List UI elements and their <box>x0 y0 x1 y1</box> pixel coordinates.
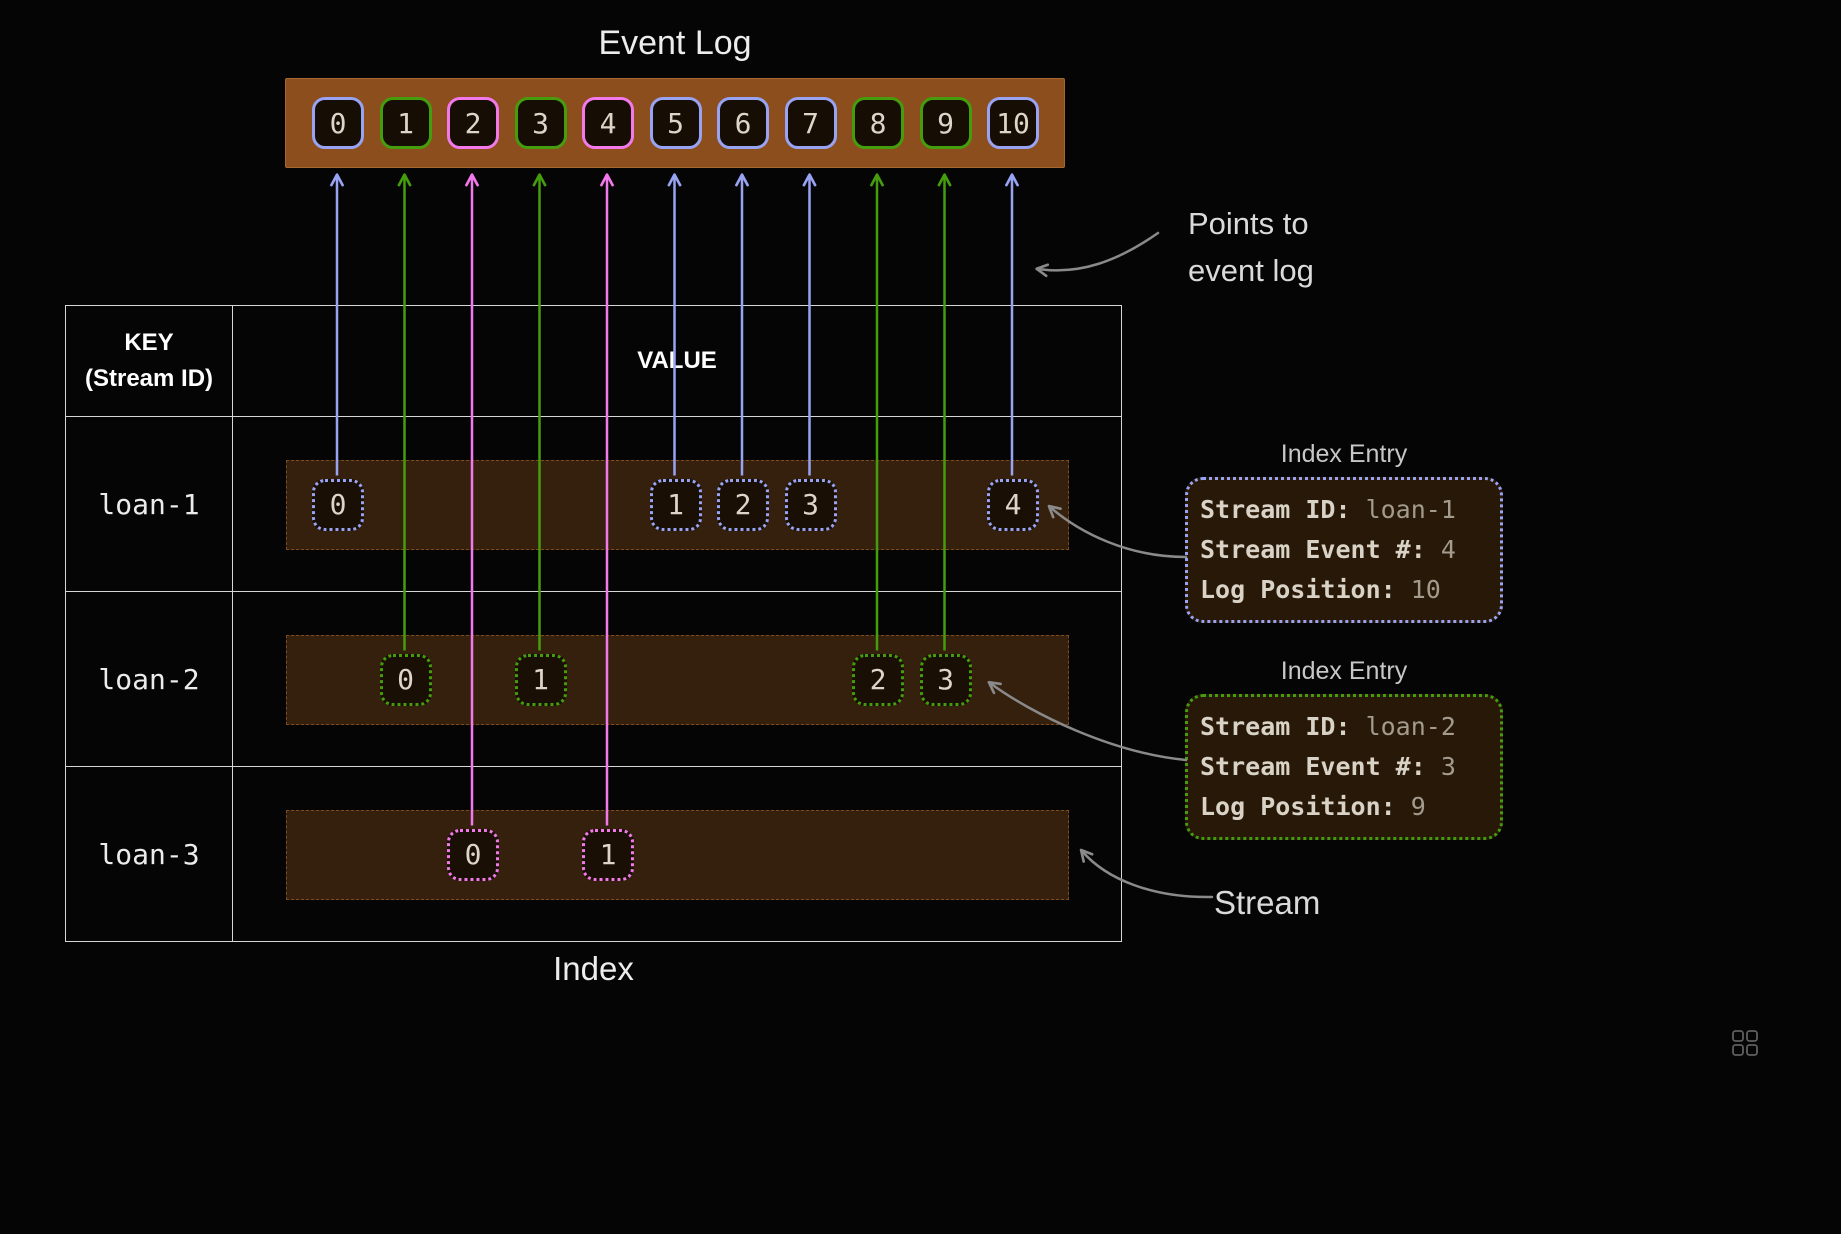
event-log-title: Event Log <box>598 24 752 62</box>
event-log-cell-9: 9 <box>919 97 972 149</box>
event-log-cell-8: 8 <box>852 97 904 149</box>
key-header-line1: KEY <box>124 329 174 356</box>
index-cell-loan-2-2: 2 <box>852 653 904 706</box>
event-log-cell-3: 3 <box>514 97 567 149</box>
entry-field: Stream ID: loan-2 <box>1200 712 1456 741</box>
key-header: KEY (Stream ID) <box>66 306 233 416</box>
index-cell-loan-2-1: 1 <box>514 653 567 706</box>
index-cell-loan-1-3: 3 <box>784 478 837 531</box>
stream-rect-loan-3 <box>286 809 1069 900</box>
event-log-cell-10: 10 <box>987 97 1039 149</box>
index-caption: Index <box>553 950 634 987</box>
index-cell-loan-1-0: 0 <box>312 478 364 531</box>
index-cell-loan-2-3: 3 <box>919 653 972 706</box>
table-header-row: KEY (Stream ID) VALUE <box>66 306 1121 416</box>
event-log-cell-1: 1 <box>379 97 432 149</box>
index-cell-loan-3-1: 1 <box>582 828 634 881</box>
entry-field: Stream Event #: 4 <box>1200 535 1456 564</box>
index-entry-title: Index Entry <box>1280 657 1408 685</box>
stream-annotation: Stream <box>1214 884 1321 921</box>
stream-key-loan-2: loan-2 <box>66 592 233 766</box>
event-log-cell-2: 2 <box>447 97 499 149</box>
stream-key-loan-3: loan-3 <box>66 767 233 941</box>
index-cell-loan-1-1: 1 <box>649 478 702 531</box>
event-log-cell-5: 5 <box>649 97 702 149</box>
index-cell-loan-1-2: 2 <box>717 478 769 531</box>
index-cell-loan-3-0: 0 <box>447 828 499 881</box>
entry-field: Stream ID: loan-1 <box>1200 495 1456 524</box>
entry-field: Log Position: 10 <box>1200 575 1441 604</box>
event-log-cell-4: 4 <box>582 97 634 149</box>
points-to-arrow <box>1035 231 1160 278</box>
event-log-cell-0: 0 <box>312 97 364 149</box>
stream-key-loan-1: loan-1 <box>66 417 233 591</box>
index-cell-loan-2-0: 0 <box>379 653 432 706</box>
points-to-annotation: Points to event log <box>1188 206 1314 289</box>
entry-field: Log Position: 9 <box>1200 792 1426 821</box>
grid-icon[interactable] <box>1730 1028 1760 1058</box>
entry-field: Stream Event #: 3 <box>1200 752 1456 781</box>
value-header: VALUE <box>637 347 717 374</box>
index-entry-title: Index Entry <box>1280 440 1408 468</box>
key-header-line2: (Stream ID) <box>84 365 214 392</box>
event-log-cell-6: 6 <box>717 97 769 149</box>
index-cell-loan-1-4: 4 <box>987 478 1039 531</box>
event-log-cell-7: 7 <box>784 97 837 149</box>
